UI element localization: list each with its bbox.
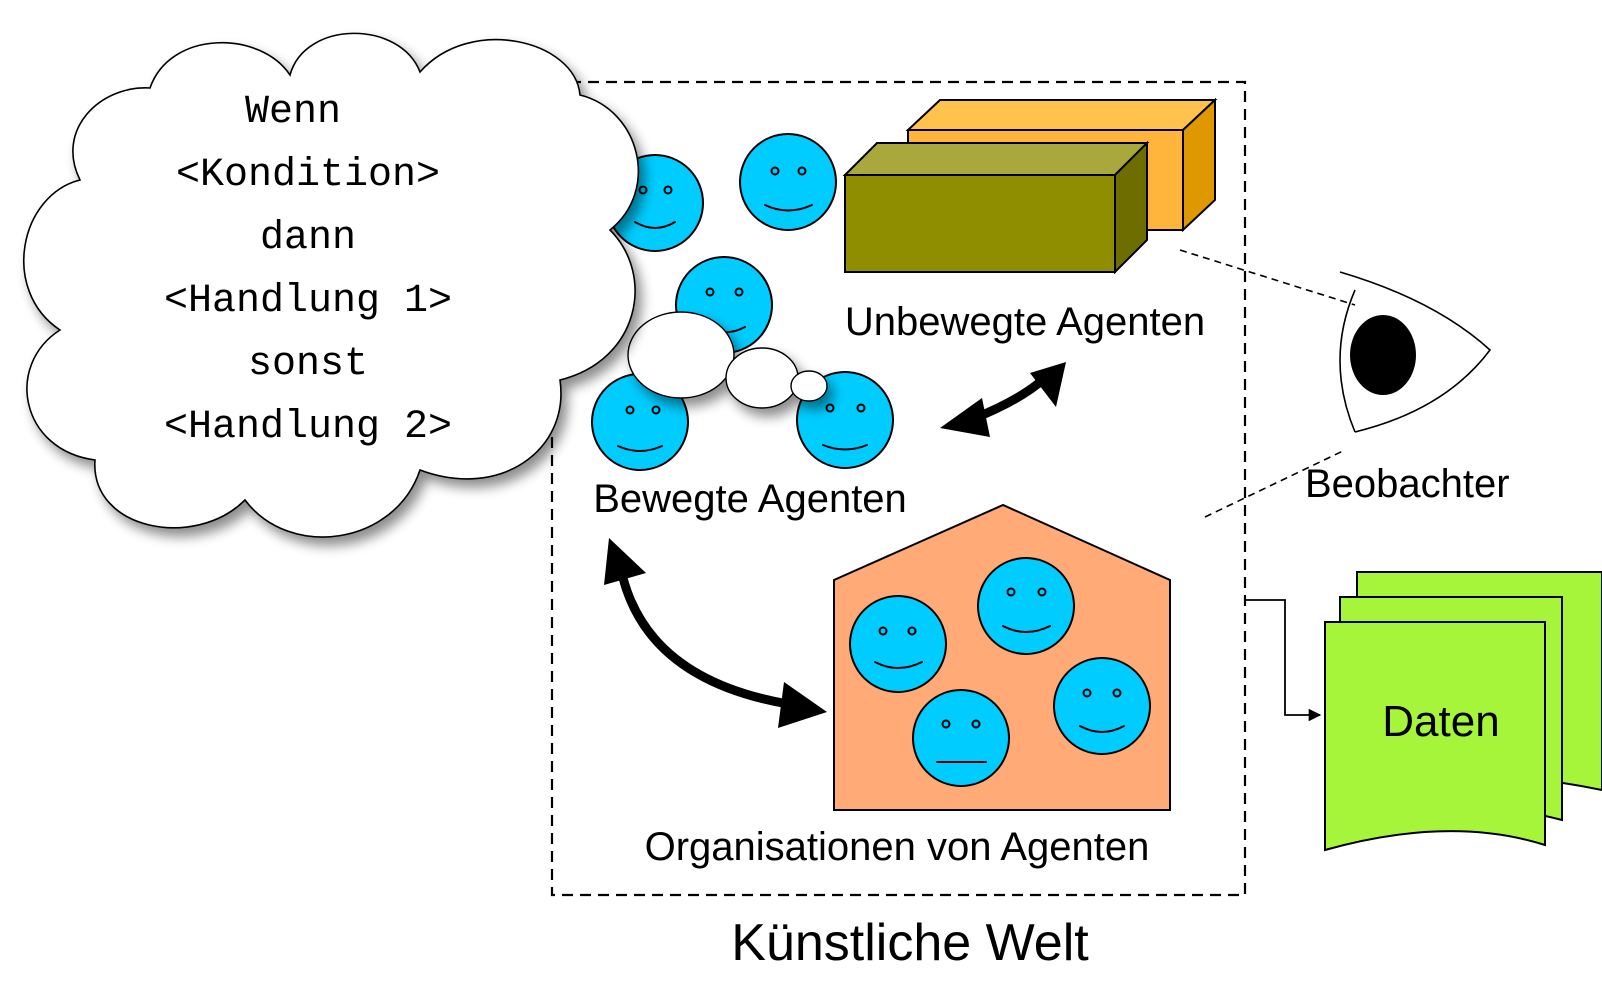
label-bewegte-agenten: Bewegte Agenten (593, 477, 907, 521)
cloud-line-sonst: sonst (248, 342, 368, 387)
label-beobachter: Beobachter (1305, 462, 1510, 506)
data-connector (1245, 599, 1322, 722)
cloud-line-wenn: Wenn (245, 90, 341, 135)
smiley-face-icon (977, 557, 1075, 655)
neutral-face-icon (912, 689, 1010, 787)
smiley-face-icon (591, 373, 689, 471)
thought-cloud-icon (23, 32, 640, 538)
cloud-line-kondition: <Kondition> (176, 153, 440, 198)
cloud-text: Wenn <Kondition> dann <Handlung 1> sonst… (164, 90, 452, 450)
smiley-face-icon (739, 133, 837, 231)
smiley-face-icon (1053, 657, 1151, 755)
label-organisationen: Organisationen von Agenten (645, 825, 1150, 869)
world-boundary (550, 80, 1247, 897)
sight-line-lower (1204, 449, 1346, 518)
sight-line-upper (1179, 249, 1356, 306)
document-stack-icon (1324, 571, 1602, 852)
olive-block-icon (842, 140, 1150, 275)
smiley-face-icon (849, 595, 947, 693)
double-arrow-icon (604, 538, 827, 728)
cloud-line-handlung-2: <Handlung 2> (164, 405, 452, 450)
label-unbewegte-agenten: Unbewegte Agenten (845, 300, 1205, 344)
eye-icon (1339, 271, 1492, 433)
double-arrow-icon (940, 362, 1066, 437)
cloud-line-handlung-1: <Handlung 1> (164, 279, 452, 324)
label-kuenstliche-welt: Künstliche Welt (731, 914, 1089, 972)
thought-bubbles (627, 311, 828, 409)
cloud-line-dann: dann (260, 216, 356, 261)
label-daten: Daten (1382, 697, 1499, 746)
